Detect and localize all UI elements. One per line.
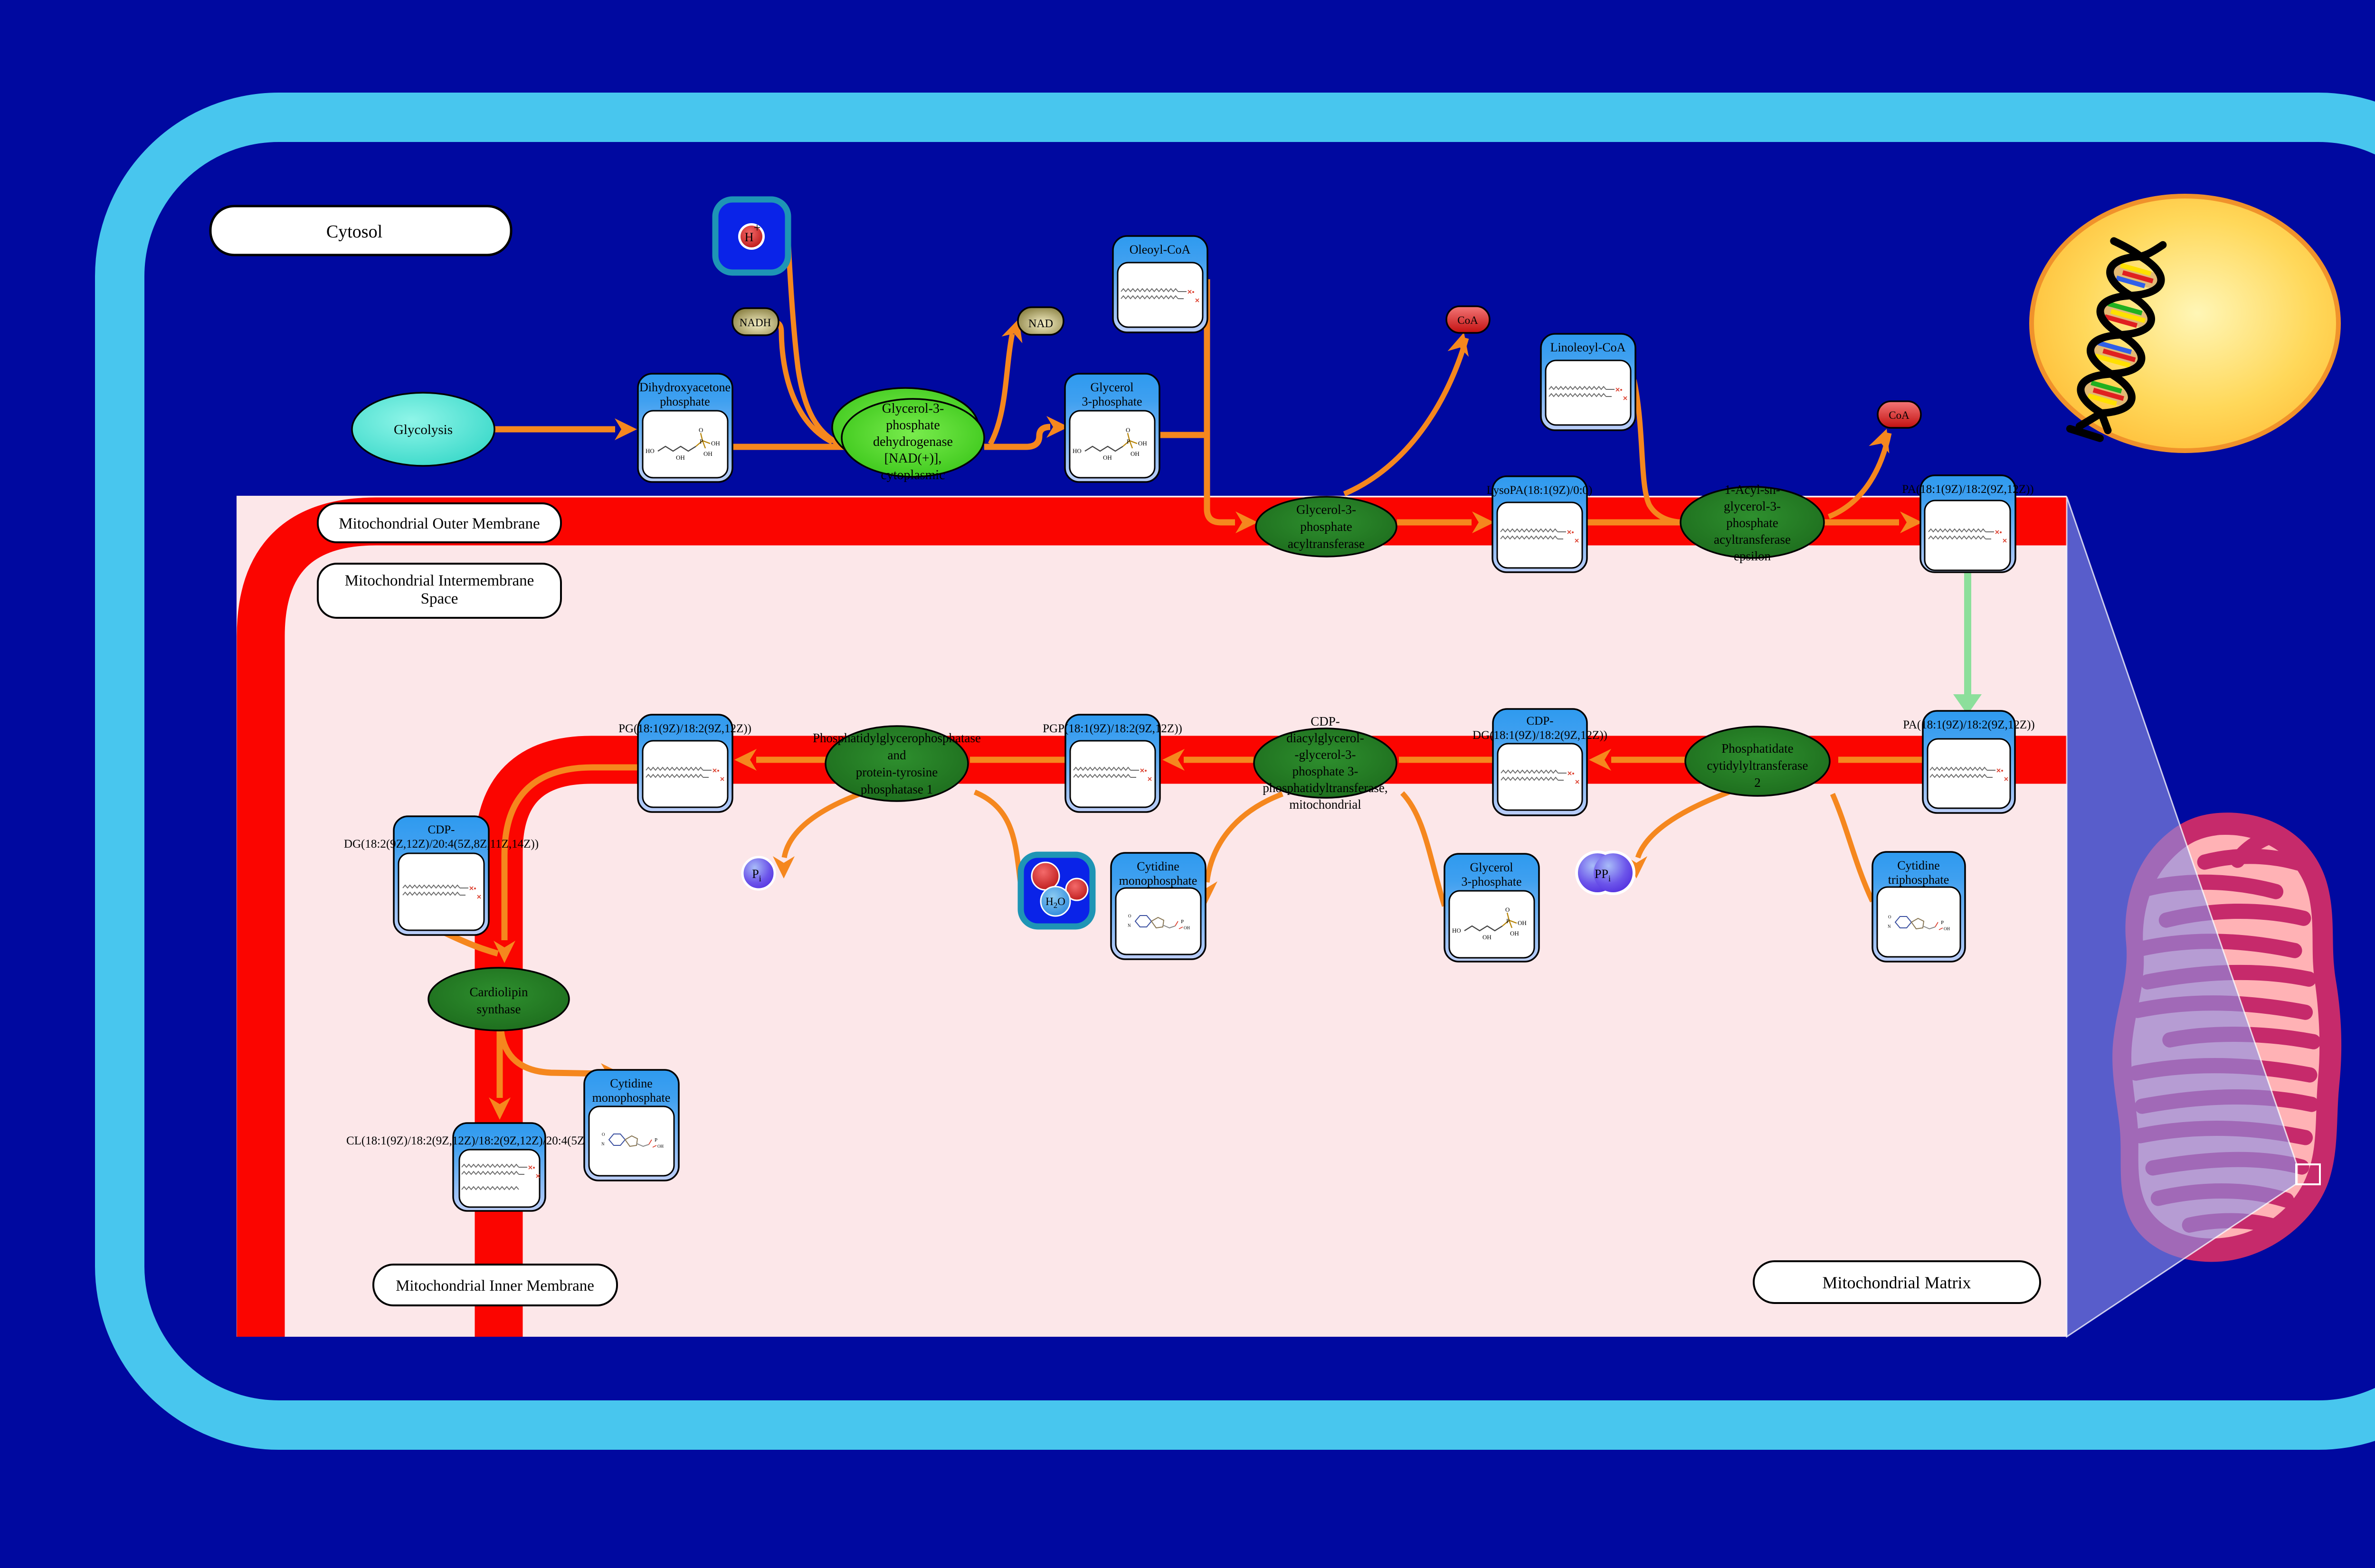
svg-text:Mitochondrial Intermembrane: Mitochondrial Intermembrane xyxy=(345,572,534,589)
svg-text:phosphatase 1: phosphatase 1 xyxy=(861,782,933,796)
svg-text:NAD: NAD xyxy=(1028,318,1053,330)
svg-text:cytoplasmic: cytoplasmic xyxy=(881,468,945,482)
svg-text:Dihydroxyacetone: Dihydroxyacetone xyxy=(639,380,731,394)
svg-text:Mitochondrial Inner Membrane: Mitochondrial Inner Membrane xyxy=(396,1277,594,1294)
svg-text:[NAD(+)],: [NAD(+)], xyxy=(884,451,942,466)
svg-text:monophosphate: monophosphate xyxy=(592,1091,671,1105)
svg-text:CoA: CoA xyxy=(1889,409,1910,421)
svg-text:acyltransferase: acyltransferase xyxy=(1714,532,1791,547)
svg-text:CoA: CoA xyxy=(1457,314,1478,326)
svg-text:Phosphatidate: Phosphatidate xyxy=(1721,741,1793,756)
svg-text:Glycerol-3-: Glycerol-3- xyxy=(882,401,944,416)
svg-text:acyltransferase: acyltransferase xyxy=(1288,537,1365,551)
svg-text:LysoPA(18:1(9Z)/0:0): LysoPA(18:1(9Z)/0:0) xyxy=(1487,484,1593,497)
svg-text:-glycerol-3-: -glycerol-3- xyxy=(1295,747,1356,762)
svg-text:diacylglycerol-: diacylglycerol- xyxy=(1286,731,1364,745)
svg-text:Linoleoyl-CoA: Linoleoyl-CoA xyxy=(1550,340,1626,354)
svg-text:and: and xyxy=(888,748,906,762)
svg-text:Space: Space xyxy=(421,590,458,607)
svg-text:Phosphatidylglycerophosphatase: Phosphatidylglycerophosphatase xyxy=(813,731,981,745)
svg-text:Cytidine: Cytidine xyxy=(610,1077,653,1090)
svg-text:PA(18:1(9Z)/18:2(9Z,12Z)): PA(18:1(9Z)/18:2(9Z,12Z)) xyxy=(1903,718,2035,731)
svg-text:DG(18:2(9Z,12Z)/20:4(5Z,8Z,11Z: DG(18:2(9Z,12Z)/20:4(5Z,8Z,11Z,14Z)) xyxy=(344,838,539,850)
svg-text:CDP-: CDP- xyxy=(428,823,455,836)
svg-text:phosphate: phosphate xyxy=(886,418,940,433)
svg-text:+: + xyxy=(754,221,761,235)
svg-text:Mitochondrial Outer Membrane: Mitochondrial Outer Membrane xyxy=(339,515,540,532)
svg-text:1-Acyl-sn-: 1-Acyl-sn- xyxy=(1725,482,1780,497)
svg-text:PGP(18:1(9Z)/18:2(9Z,12Z)): PGP(18:1(9Z)/18:2(9Z,12Z)) xyxy=(1043,722,1182,735)
svg-text:Oleoyl-CoA: Oleoyl-CoA xyxy=(1130,243,1191,256)
svg-text:cytidylyltransferase: cytidylyltransferase xyxy=(1707,758,1808,773)
svg-text:2: 2 xyxy=(1754,775,1761,790)
svg-text:NADH: NADH xyxy=(740,317,771,329)
svg-text:H: H xyxy=(745,230,754,244)
svg-text:PA(18:1(9Z)/18:2(9Z,12Z)): PA(18:1(9Z)/18:2(9Z,12Z)) xyxy=(1902,483,2034,496)
svg-text:phosphate: phosphate xyxy=(660,395,710,408)
svg-text:mitochondrial: mitochondrial xyxy=(1289,797,1361,812)
svg-text:Cytidine: Cytidine xyxy=(1137,860,1179,873)
svg-text:DG(18:1(9Z)/18:2(9Z,12Z)): DG(18:1(9Z)/18:2(9Z,12Z)) xyxy=(1472,729,1607,742)
svg-text:Cytidine: Cytidine xyxy=(1897,859,1940,872)
svg-text:phosphatidyltransferase,: phosphatidyltransferase, xyxy=(1263,781,1387,795)
svg-text:phosphate: phosphate xyxy=(1726,516,1778,530)
svg-text:Cytosol: Cytosol xyxy=(326,222,382,242)
svg-text:synthase: synthase xyxy=(477,1002,521,1016)
svg-text:glycerol-3-: glycerol-3- xyxy=(1724,499,1781,513)
svg-text:phosphate: phosphate xyxy=(1300,520,1352,534)
svg-text:CDP-: CDP- xyxy=(1527,715,1554,727)
svg-text:3-phosphate: 3-phosphate xyxy=(1082,395,1142,408)
svg-text:CDP-: CDP- xyxy=(1311,714,1340,728)
svg-text:Glycerol-3-: Glycerol-3- xyxy=(1296,502,1356,517)
svg-text:Glycolysis: Glycolysis xyxy=(394,422,453,437)
svg-text:Cardiolipin: Cardiolipin xyxy=(470,985,528,999)
svg-text:monophosphate: monophosphate xyxy=(1119,874,1197,888)
svg-text:Glycerol: Glycerol xyxy=(1470,860,1513,874)
svg-text:phosphate 3-: phosphate 3- xyxy=(1292,764,1358,778)
svg-text:Mitochondrial Matrix: Mitochondrial Matrix xyxy=(1823,1273,1971,1292)
svg-text:PG(18:1(9Z)/18:2(9Z,12Z)): PG(18:1(9Z)/18:2(9Z,12Z)) xyxy=(618,722,751,735)
svg-text:PPi: PPi xyxy=(1595,867,1611,883)
svg-text:3-phosphate: 3-phosphate xyxy=(1461,875,1521,888)
svg-text:epsilon: epsilon xyxy=(1734,549,1771,563)
svg-text:dehydrogenase: dehydrogenase xyxy=(873,435,953,449)
svg-text:protein-tyrosine: protein-tyrosine xyxy=(856,765,938,779)
svg-text:triphosphate: triphosphate xyxy=(1888,873,1949,887)
svg-text:Glycerol: Glycerol xyxy=(1091,380,1134,394)
